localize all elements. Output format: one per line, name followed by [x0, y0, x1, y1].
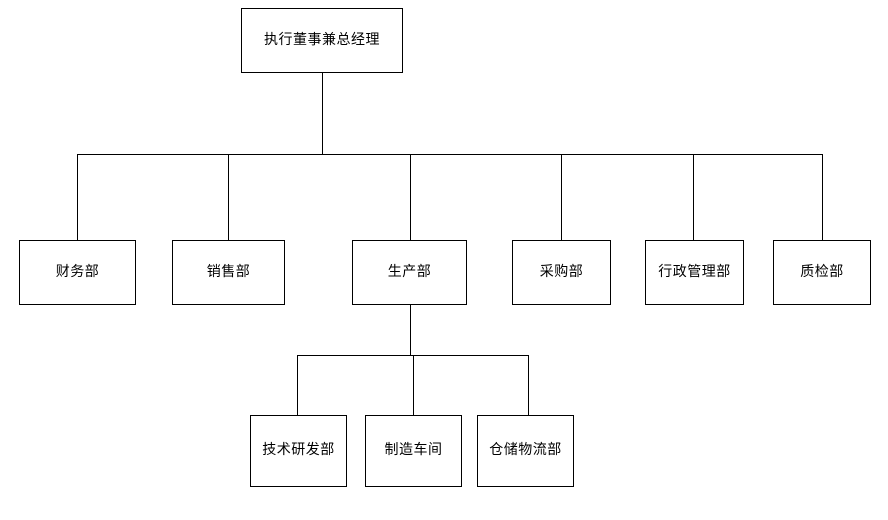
connector-production-stem	[410, 305, 411, 356]
org-node-sales[interactable]: 销售部	[172, 240, 285, 305]
org-node-label: 质检部	[800, 263, 844, 280]
org-node-quality-inspection[interactable]: 质检部	[773, 240, 871, 305]
org-node-label: 技术研发部	[262, 442, 335, 459]
connector-drop-finance	[77, 154, 78, 240]
connector-main-bus	[77, 154, 823, 155]
connector-drop-sales	[228, 154, 229, 240]
org-node-label: 执行董事兼总经理	[264, 31, 380, 48]
connector-drop-quality	[822, 154, 823, 240]
org-node-manufacturing-workshop[interactable]: 制造车间	[365, 415, 462, 487]
org-node-label: 制造车间	[384, 442, 443, 459]
connector-drop-workshop	[413, 355, 414, 415]
org-node-label: 行政管理部	[658, 263, 731, 280]
org-node-administration[interactable]: 行政管理部	[645, 240, 744, 305]
connector-drop-production	[410, 154, 411, 240]
org-node-label: 生产部	[387, 263, 432, 280]
org-node-finance[interactable]: 财务部	[19, 240, 136, 305]
org-node-executive-director[interactable]: 执行董事兼总经理	[241, 8, 403, 73]
connector-drop-warehouse	[528, 355, 529, 415]
connector-drop-purchase	[561, 154, 562, 240]
org-node-label: 财务部	[55, 263, 100, 280]
org-node-label: 仓储物流部	[489, 442, 562, 459]
org-node-production[interactable]: 生产部	[352, 240, 467, 305]
connector-root-stem	[322, 73, 323, 154]
connector-drop-admin	[693, 154, 694, 240]
org-node-warehousing-logistics[interactable]: 仓储物流部	[477, 415, 574, 487]
org-node-rd[interactable]: 技术研发部	[250, 415, 347, 487]
connector-drop-rd	[297, 355, 298, 415]
org-node-purchase[interactable]: 采购部	[512, 240, 611, 305]
org-node-label: 销售部	[206, 263, 251, 280]
org-node-label: 采购部	[539, 263, 584, 280]
